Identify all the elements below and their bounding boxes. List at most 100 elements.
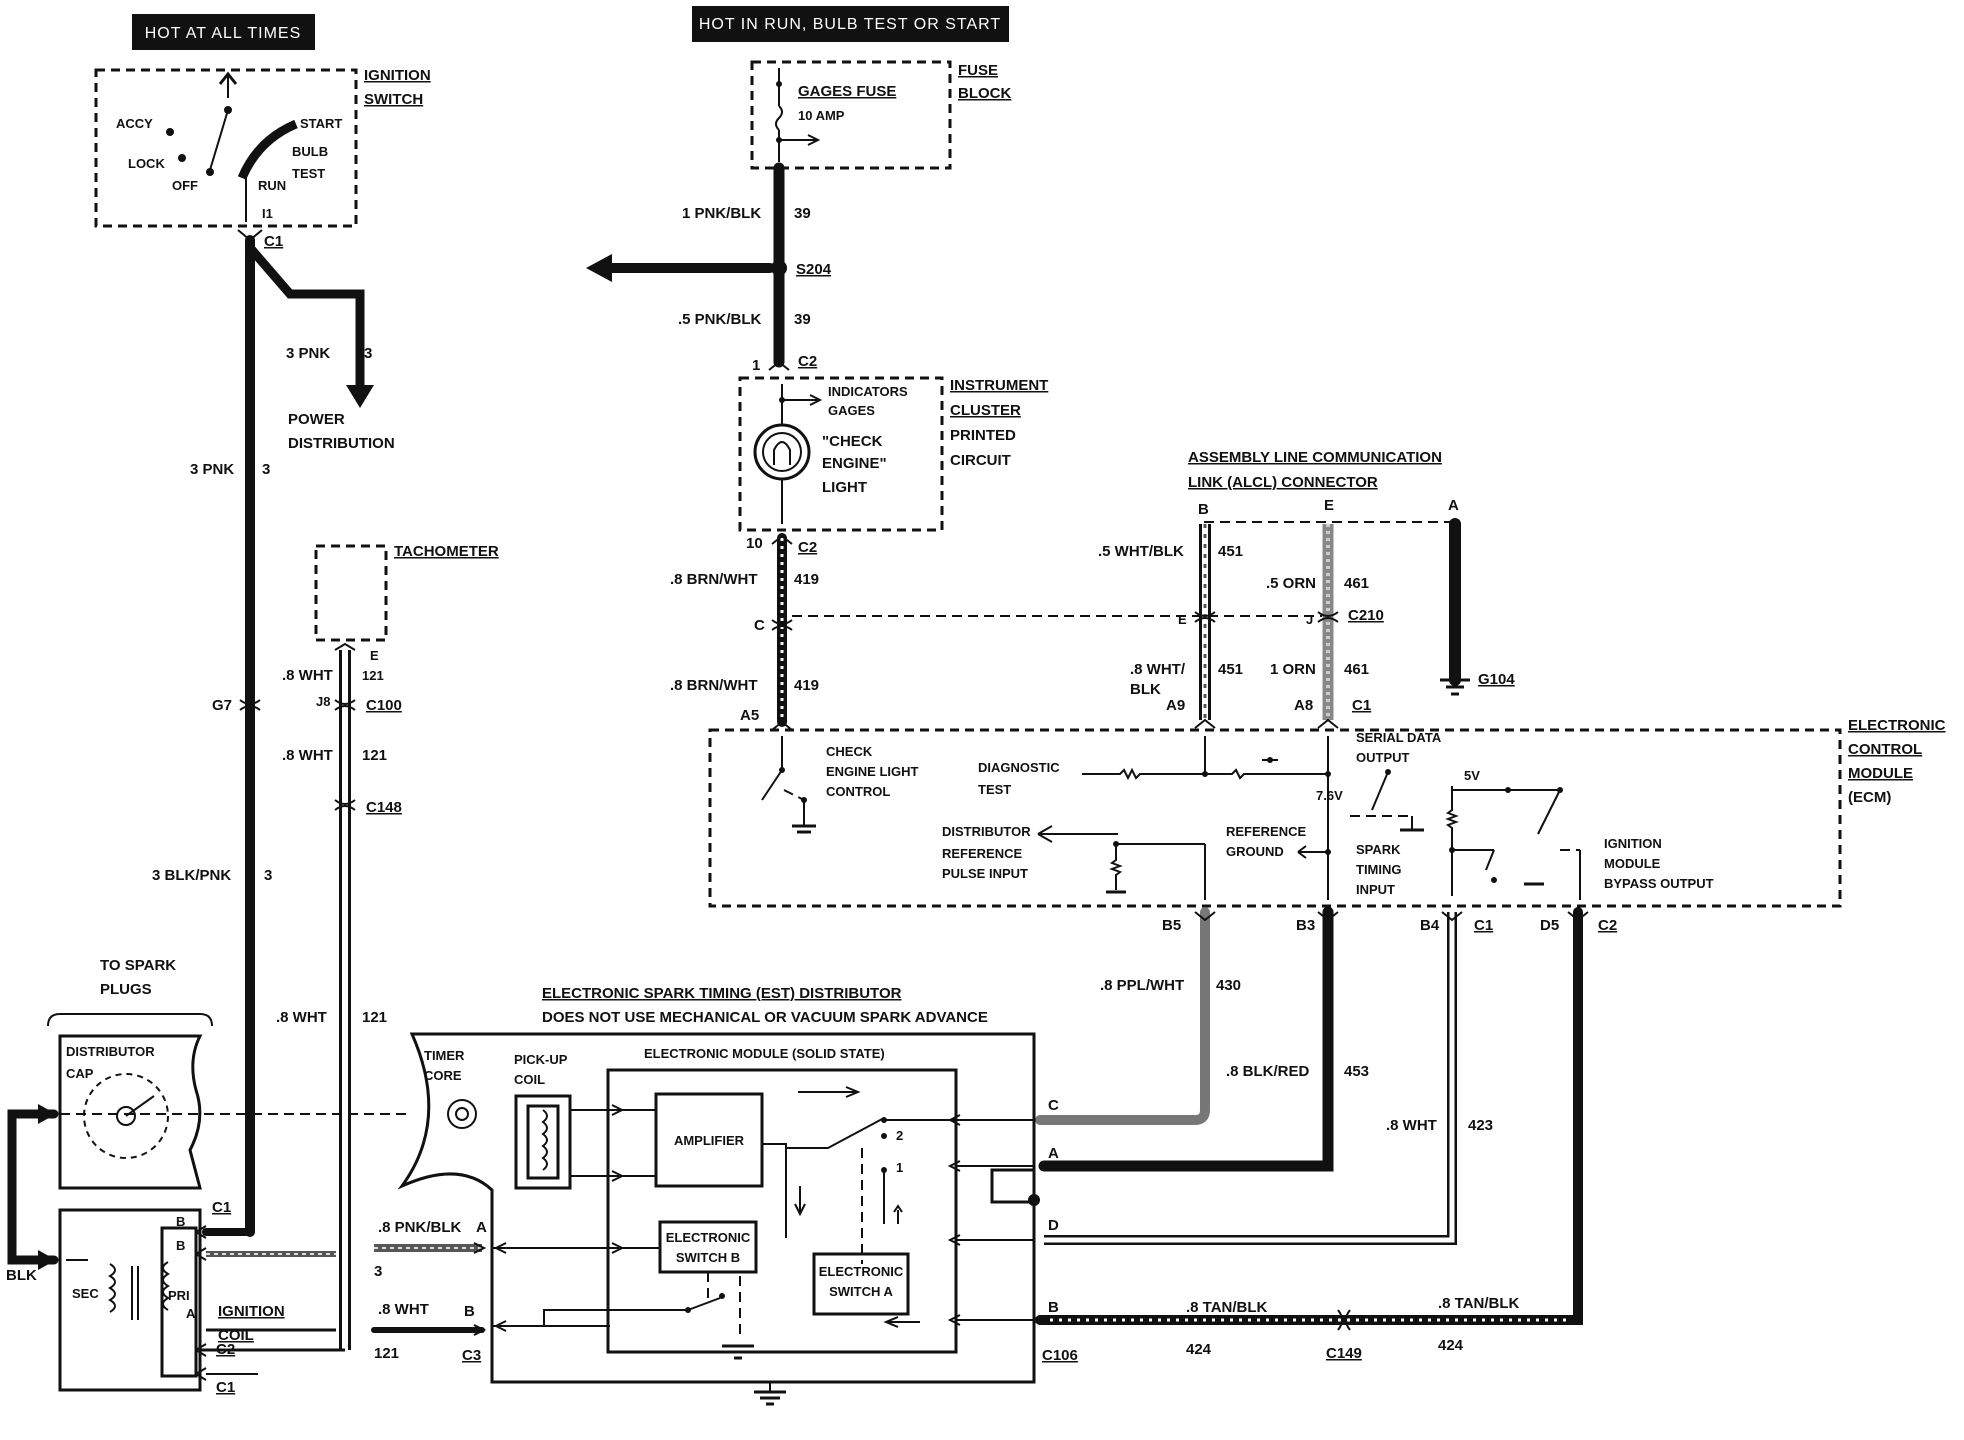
label-wires-9-gauge: .8 WHT	[282, 667, 333, 684]
label-wires-11-gauge: 3 BLK/PNK	[152, 867, 231, 884]
label-instrument-cluster-pin-bottom: 10	[746, 535, 763, 552]
label-ecm-ign-1: IGNITION	[1604, 836, 1662, 851]
label-ecm-conn-bottom-2: C2	[1598, 917, 1617, 934]
label-ecm-dist-3: PULSE INPUT	[942, 866, 1028, 881]
label-wires-15-gauge: .8 WHT	[1386, 1117, 1437, 1134]
label-wires-0-gauge: 1 PNK/BLK	[682, 205, 761, 222]
tachometer: TACHOMETER E	[314, 543, 499, 663]
label-ecm-spark-3: INPUT	[1356, 882, 1395, 897]
label-wires-6-gauge: .8 WHT/	[1130, 661, 1186, 678]
label-instrument-cluster-connector: C2	[798, 353, 817, 370]
label-wires-11-circuit: 3	[264, 867, 272, 884]
label-alcl-pins-1: E	[1324, 497, 1334, 514]
label-ignition-coil-sec: SEC	[72, 1286, 99, 1301]
label-connectors-j8: J8	[316, 694, 330, 709]
arrow-left-icon	[586, 254, 612, 282]
label-wires-12-circuit: 121	[362, 1009, 387, 1026]
label-est-sw-b-1: ELECTRONIC	[666, 1230, 751, 1245]
label-ignition-switch-positions-4: BULB	[292, 144, 328, 159]
label-wires-7-circuit: 461	[1344, 661, 1369, 678]
label-ecm-pins-top-1: A9	[1166, 697, 1185, 714]
label-wires-18-gauge: .8 TAN/BLK	[1186, 1299, 1268, 1316]
label-est-pins-right-0: C	[1048, 1097, 1059, 1114]
label-alcl-title-2: LINK (ALCL) CONNECTOR	[1188, 474, 1378, 491]
label-instrument-cluster-lamp-2: ENGINE"	[822, 455, 887, 472]
label-est-pins-right-1: A	[1048, 1145, 1059, 1162]
label-connectors-c210: C210	[1348, 607, 1384, 624]
est-distributor: ELECTRONIC SPARK TIMING (EST) DISTRIBUTO…	[397, 985, 1078, 1406]
label-connectors-c3: C3	[462, 1347, 481, 1364]
label-connectors-g7: G7	[212, 697, 232, 714]
label-instrument-cluster-indicators: INDICATORS	[828, 384, 908, 399]
label-distributor-cap-line-2: CAP	[66, 1066, 94, 1081]
label-ecm-diag-2: TEST	[978, 782, 1011, 797]
label-est-sw-b-2: SWITCH B	[676, 1250, 740, 1265]
label-wires-17-gauge: .8 WHT	[378, 1301, 429, 1318]
label-alcl-pins-2: A	[1448, 497, 1459, 514]
label-wires-5-gauge: .5 ORN	[1266, 575, 1316, 592]
label-connectors-c2-cluster-c: C	[754, 617, 765, 634]
label-ignition-coil-pins-2: A	[186, 1306, 196, 1321]
label-headers-hot-run: HOT IN RUN, BULB TEST OR START	[699, 16, 1001, 33]
label-instrument-cluster-lamp-1: "CHECK	[822, 433, 883, 450]
label-est-pins-left-0: A	[476, 1219, 487, 1236]
label-instrument-cluster-title-3: PRINTED	[950, 427, 1016, 444]
label-connectors-c210-j: J	[1306, 612, 1313, 627]
label-wires-2-gauge: .8 BRN/WHT	[670, 571, 758, 588]
label-alcl-ground: G104	[1478, 671, 1515, 688]
label-connectors-c148: C148	[366, 799, 402, 816]
label-wires-13-gauge: .8 PPL/WHT	[1100, 977, 1184, 994]
fuse-block: FUSE BLOCK GAGES FUSE 10 AMP	[750, 60, 1011, 170]
label-ecm-serial-1: SERIAL DATA	[1356, 730, 1442, 745]
wire-blk-secondary	[7, 1109, 59, 1265]
label-ecm-check-engine-3: CONTROL	[826, 784, 890, 799]
label-wires-3-gauge: .8 BRN/WHT	[670, 677, 758, 694]
label-spark-plugs-line-2: PLUGS	[100, 981, 152, 998]
label-ecm-dist-1: DISTRIBUTOR	[942, 824, 1031, 839]
label-ecm-ign-2: MODULE	[1604, 856, 1661, 871]
label-ecm-dist-2: REFERENCE	[942, 846, 1023, 861]
label-est-pickup-1: PICK-UP	[514, 1052, 568, 1067]
label-wires-19-circuit: 424	[1438, 1337, 1464, 1354]
label-est-pins-left-1: B	[464, 1303, 475, 1320]
label-ecm-ref-1: REFERENCE	[1226, 824, 1307, 839]
label-connectors-c210-e: E	[1178, 612, 1187, 627]
label-ecm-spark-1: SPARK	[1356, 842, 1401, 857]
label-ignition-switch-title-2: SWITCH	[364, 91, 423, 108]
wire-453	[1038, 906, 1334, 1172]
wire-power-distribution	[247, 245, 365, 400]
label-fuse-block-fuse-name: GAGES FUSE	[798, 83, 896, 100]
label-wires-18-circuit: 424	[1186, 1341, 1212, 1358]
label-ignition-coil-blk: BLK	[6, 1267, 37, 1284]
label-instrument-cluster-title-1: INSTRUMENT	[950, 377, 1048, 394]
label-connectors-tach-e: E	[370, 648, 379, 663]
label-instrument-cluster-connector: C2	[798, 539, 817, 556]
label-fuse-block-title-2: BLOCK	[958, 85, 1011, 102]
label-ignition-switch-positions-5: TEST	[292, 166, 325, 181]
label-est-pos-1: 1	[896, 1160, 903, 1175]
ignition-switch: IGNITION SWITCH ACCY LOCK OFF START BULB…	[94, 67, 431, 250]
label-wires-16-circuit: 3	[374, 1263, 382, 1280]
label-ecm-serial-2: OUTPUT	[1356, 750, 1410, 765]
wire-430	[1035, 907, 1210, 1125]
label-wires-16-gauge: .8 PNK/BLK	[378, 1219, 462, 1236]
label-wires-14-circuit: 453	[1344, 1063, 1369, 1080]
label-ignition-switch-terminal: I1	[262, 206, 273, 221]
label-ignition-coil-pins-1: B	[176, 1238, 185, 1253]
instrument-cluster: INSTRUMENT CLUSTER PRINTED CIRCUIT INDIC…	[738, 376, 1048, 532]
label-ecm-pins-bottom-1: B3	[1296, 917, 1315, 934]
label-instrument-cluster-title-2: CLUSTER	[950, 402, 1021, 419]
label-ecm-title-2: CONTROL	[1848, 741, 1922, 758]
label-ecm-check-engine-2: ENGINE LIGHT	[826, 764, 919, 779]
label-ecm-volt-5: 5V	[1464, 768, 1480, 783]
label-splice: S204	[796, 261, 832, 278]
label-ignition-switch-positions-0: ACCY	[116, 116, 153, 131]
label-ignition-coil-line-1: IGNITION	[218, 1303, 285, 1320]
label-wires-6-circuit: 451	[1218, 661, 1243, 678]
ground-icon	[1440, 678, 1470, 696]
label-wires-15-circuit: 423	[1468, 1117, 1493, 1134]
label-est-sw-a-2: SWITCH A	[829, 1284, 893, 1299]
label-wires-8-circuit: 3	[262, 461, 270, 478]
label-wires-14-gauge: .8 BLK/RED	[1226, 1063, 1310, 1080]
